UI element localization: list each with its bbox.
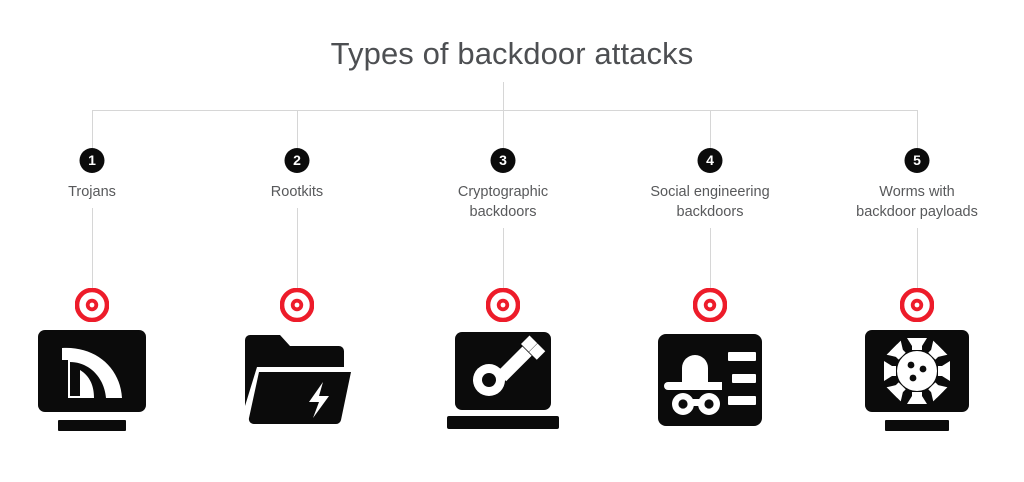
item-label-2: Rootkits — [197, 182, 397, 202]
item-label-line: backdoors — [469, 204, 537, 220]
red-target-icon — [485, 287, 521, 323]
item-label-1: Trojans — [0, 182, 192, 202]
spy-hat-glasses-card-icon — [650, 320, 770, 440]
connector-drop-top — [503, 110, 504, 148]
item-label-line: Social engineering — [650, 184, 770, 200]
badge-number-2: 2 — [284, 148, 310, 173]
item-label-4: Social engineering backdoors — [610, 182, 810, 222]
connector-drop-top — [917, 110, 918, 148]
badge-number-4: 4 — [697, 148, 723, 173]
item-label-5: Worms with backdoor payloads — [817, 182, 1017, 222]
item-label-line: Rootkits — [270, 184, 324, 200]
item-label-line: backdoors — [676, 204, 744, 220]
item-label-3: Cryptographic backdoors — [403, 182, 603, 222]
item-label-line: Cryptographic — [457, 184, 549, 200]
connector-drop-bottom — [503, 228, 504, 290]
monitor-virus-icon — [857, 320, 977, 440]
item-column-4[interactable]: 4 Social engineering backdoors — [610, 110, 810, 482]
connector-drop-top — [710, 110, 711, 148]
item-label-line: Trojans — [68, 184, 116, 200]
item-column-3[interactable]: 3 Cryptographic backdoors — [403, 110, 603, 482]
badge-number-1: 1 — [79, 148, 105, 173]
item-column-5[interactable]: 5 Worms with backdoor payloads — [817, 110, 1017, 482]
item-column-1[interactable]: 1 Trojans — [0, 110, 192, 482]
page-title: Types of backdoor attacks — [330, 36, 694, 71]
badge-number-3: 3 — [490, 148, 516, 173]
item-column-2[interactable]: 2 Rootkits — [197, 110, 397, 482]
connector-drop-bottom — [710, 228, 711, 290]
connector-drop-bottom — [92, 208, 93, 290]
badge-number-5: 5 — [904, 148, 930, 173]
connector-stem — [503, 82, 504, 110]
red-target-icon — [279, 287, 315, 323]
connector-drop-top — [297, 110, 298, 148]
folder-lightning-bolt-icon — [237, 320, 357, 440]
connector-drop-bottom — [917, 228, 918, 290]
connector-drop-bottom — [297, 208, 298, 290]
red-target-icon — [899, 287, 935, 323]
laptop-key-icon — [443, 320, 563, 440]
connector-bar — [92, 110, 917, 111]
red-target-icon — [692, 287, 728, 323]
item-label-line: Worms with — [879, 184, 955, 200]
red-target-icon — [74, 287, 110, 323]
connector-drop-top — [92, 110, 93, 148]
item-label-line: backdoor payloads — [856, 204, 978, 220]
monitor-trojan-horse-icon — [32, 320, 152, 440]
